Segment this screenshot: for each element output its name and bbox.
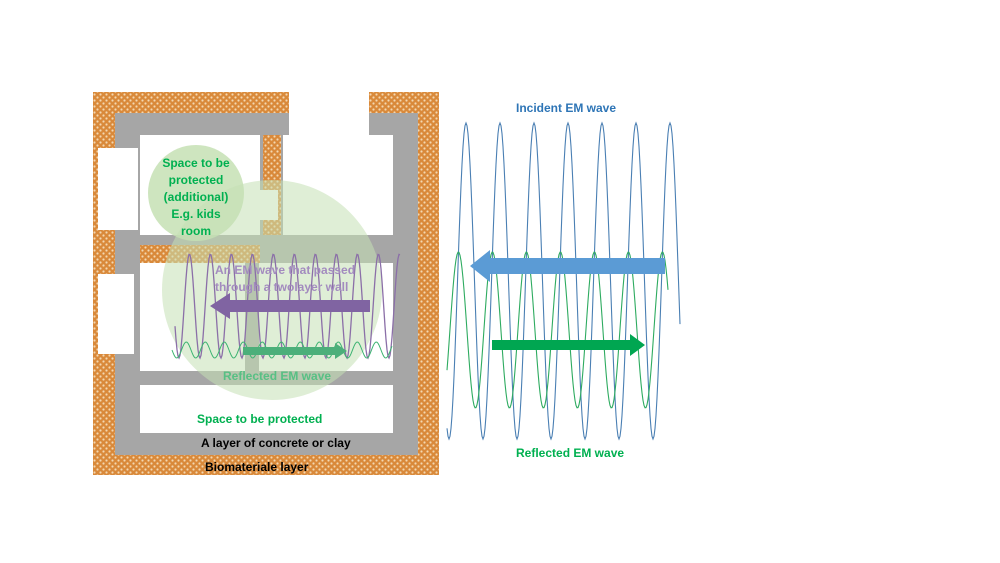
incident-wave-line	[446, 121, 681, 441]
incident-arrow	[470, 250, 665, 282]
inner-reflected-wave-line	[171, 341, 393, 359]
concrete-layer-label: A layer of concrete or clay	[201, 436, 351, 450]
kids-room-label-3: (additional)	[164, 190, 229, 204]
inner-reflected-label: Reflected EM wave	[223, 369, 331, 383]
passed-wave-arrow	[210, 293, 370, 319]
passed-wave-label-1: An EM wave that passed	[215, 263, 355, 277]
inner-reflected-arrow	[243, 343, 347, 359]
reflected-arrow	[492, 334, 645, 356]
window-left-1	[98, 148, 138, 230]
reflected-wave-label: Reflected EM wave	[516, 446, 624, 460]
window-top	[289, 92, 369, 138]
kids-room-label-5: room	[181, 224, 211, 238]
space-protected-label: Space to be protected	[197, 412, 322, 426]
main-protection-circle	[162, 180, 382, 400]
inner-wall-h2	[140, 371, 210, 385]
incident-wave-label: Incident EM wave	[516, 101, 616, 115]
passed-wave-label-2: through a twolayer wall	[215, 280, 348, 294]
kids-room-label-1: Space to be	[162, 156, 230, 170]
kids-room-label-2: protected	[169, 173, 224, 187]
window-left-2	[98, 274, 134, 354]
kids-room-label-4: E.g. kids	[171, 207, 221, 221]
biomaterial-layer-label: Biomateriale layer	[205, 460, 309, 474]
